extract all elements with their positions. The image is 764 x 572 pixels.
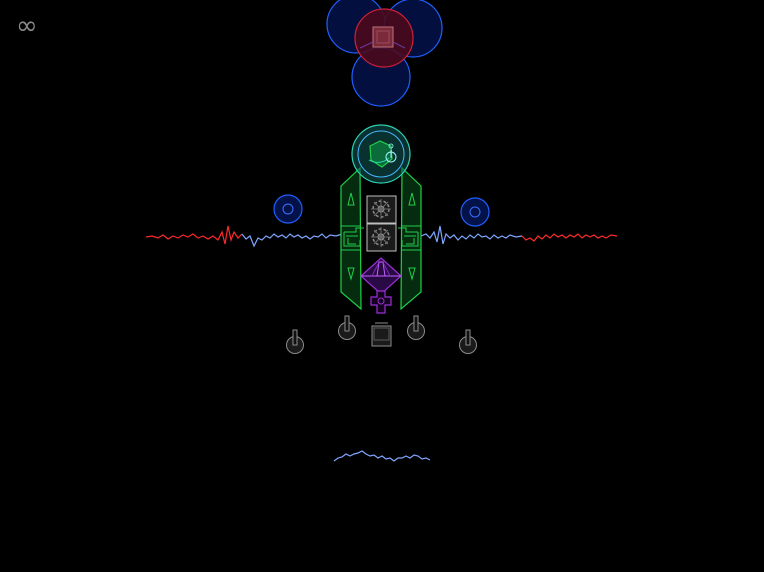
thruster-diamond-icon	[360, 257, 402, 295]
marker-up-left	[347, 192, 355, 206]
laser-right	[420, 225, 618, 245]
shield-cluster-icon	[326, 0, 443, 107]
engine-block-icon	[371, 322, 392, 347]
connector-right	[398, 227, 419, 247]
turret-icon-2	[338, 315, 356, 340]
hull-right-panel	[400, 166, 422, 311]
reactor-module-icon	[366, 195, 397, 224]
turret-icon-4	[459, 329, 477, 354]
reactor-module-icon-2	[366, 223, 397, 252]
core-block	[372, 26, 394, 48]
drone-left	[273, 194, 303, 224]
laser-fragment	[333, 450, 431, 462]
infinity-icon: ∞	[16, 11, 38, 41]
ship-hull	[340, 166, 422, 311]
laser-left	[145, 225, 343, 248]
marker-down-left	[347, 267, 355, 281]
marker-up-right	[408, 192, 416, 206]
drone-right	[460, 197, 490, 227]
core-block-inner	[376, 30, 390, 44]
core-link-right	[392, 41, 406, 49]
turret-icon-1	[286, 329, 304, 354]
hull-left-panel	[340, 166, 362, 311]
core-link-left	[359, 41, 374, 49]
marker-down-right	[408, 267, 416, 281]
connector-left	[343, 227, 364, 247]
cross-module-icon	[370, 290, 392, 314]
turret-icon-3	[407, 315, 425, 340]
cockpit-orb-icon	[351, 124, 411, 184]
